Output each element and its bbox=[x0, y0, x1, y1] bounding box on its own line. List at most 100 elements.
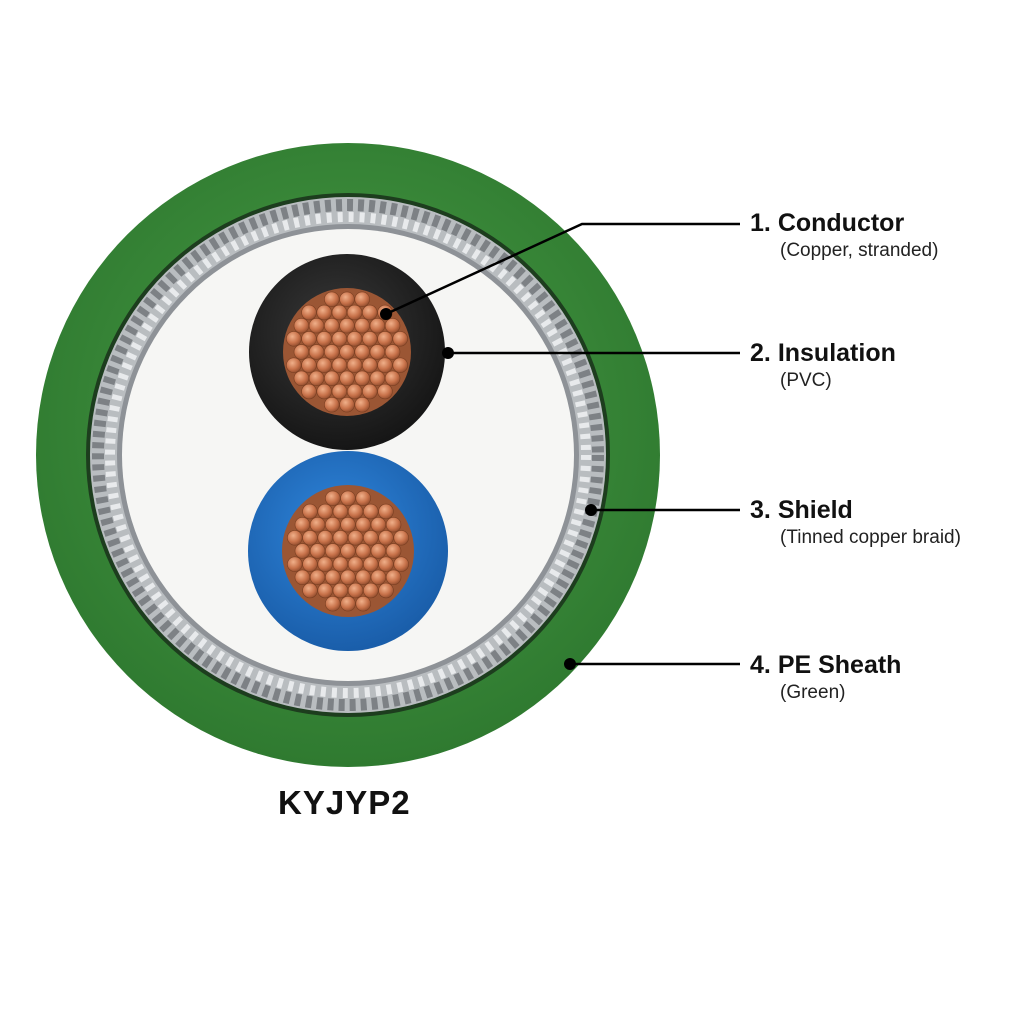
copper-strand bbox=[339, 370, 355, 386]
shield-braid-texture-2 bbox=[105, 212, 591, 698]
copper-strand bbox=[347, 503, 364, 520]
copper-strand bbox=[355, 490, 371, 506]
label-number: 3. bbox=[750, 496, 771, 524]
copper-strand bbox=[378, 556, 394, 572]
copper-strand bbox=[332, 503, 349, 520]
copper-strand bbox=[293, 344, 310, 360]
copper-strand bbox=[340, 516, 356, 533]
copper-strand bbox=[385, 516, 402, 533]
copper-strand bbox=[331, 304, 348, 321]
copper-strand bbox=[308, 370, 325, 386]
copper-strand bbox=[339, 344, 355, 360]
copper-strand bbox=[339, 318, 355, 334]
copper-strand bbox=[325, 569, 341, 585]
copper-strand bbox=[287, 556, 303, 572]
copper-strand bbox=[294, 543, 311, 559]
copper-strand bbox=[309, 543, 326, 559]
copper-strand bbox=[317, 503, 333, 520]
copper-strand bbox=[309, 516, 326, 533]
leader-lines bbox=[385, 222, 740, 666]
copper-strand bbox=[332, 556, 349, 572]
copper-strand bbox=[385, 543, 402, 559]
copper-strand bbox=[317, 556, 333, 572]
leader-dots bbox=[380, 308, 597, 670]
copper-strand bbox=[317, 582, 333, 599]
copper-strand bbox=[302, 582, 318, 599]
copper-strand bbox=[363, 582, 379, 599]
label-pe-sheath: 4. PE Sheath (Green) bbox=[750, 650, 901, 706]
label-name: PE Sheath bbox=[777, 651, 902, 679]
copper-strand bbox=[346, 331, 363, 347]
copper-strand bbox=[362, 357, 378, 373]
copper-strand bbox=[392, 357, 408, 373]
copper-strand bbox=[324, 397, 340, 413]
copper-strand bbox=[332, 530, 349, 546]
copper-strand bbox=[325, 490, 341, 506]
copper-strand bbox=[362, 331, 378, 347]
copper-strand bbox=[293, 318, 310, 334]
copper-strand bbox=[384, 370, 401, 386]
copper-strand bbox=[363, 530, 379, 546]
copper-strand bbox=[354, 318, 370, 334]
copper-strand bbox=[362, 304, 378, 321]
copper-strand bbox=[325, 543, 341, 559]
copper-strand bbox=[370, 516, 387, 533]
copper-strand bbox=[316, 304, 332, 321]
copper-strand bbox=[340, 595, 356, 612]
label-conductor: 1. Conductor (Copper, stranded) bbox=[750, 208, 938, 264]
copper-strand bbox=[340, 543, 356, 559]
copper-strand bbox=[354, 291, 370, 307]
label-detail: (Green) bbox=[780, 682, 846, 703]
core-2-strands bbox=[287, 490, 409, 612]
copper-strand bbox=[347, 556, 364, 572]
copper-strand bbox=[301, 383, 317, 400]
copper-strand bbox=[324, 318, 340, 334]
copper-strand bbox=[378, 582, 394, 599]
copper-strand bbox=[347, 582, 364, 599]
copper-strand bbox=[286, 331, 302, 347]
copper-strand bbox=[355, 516, 371, 533]
copper-strand bbox=[392, 331, 408, 347]
leader-dot-shield bbox=[585, 504, 597, 516]
copper-strand bbox=[302, 556, 318, 572]
copper-strand bbox=[346, 304, 363, 321]
copper-strand bbox=[346, 357, 363, 373]
copper-strand bbox=[385, 569, 402, 585]
copper-strand bbox=[393, 556, 409, 572]
copper-strand bbox=[301, 331, 317, 347]
copper-strand bbox=[378, 503, 394, 520]
copper-strand bbox=[324, 370, 340, 386]
label-insulation: 2. Insulation (PVC) bbox=[750, 338, 896, 394]
copper-strand bbox=[355, 595, 371, 612]
copper-strand bbox=[331, 357, 348, 373]
leader-dot-conductor bbox=[380, 308, 392, 320]
copper-strand bbox=[339, 291, 355, 307]
copper-strand bbox=[287, 530, 303, 546]
label-detail: (Tinned copper braid) bbox=[780, 527, 961, 548]
copper-strand bbox=[301, 357, 317, 373]
copper-strand bbox=[393, 530, 409, 546]
copper-strand bbox=[302, 503, 318, 520]
copper-strand bbox=[347, 530, 364, 546]
label-number: 4. bbox=[750, 651, 771, 679]
copper-strand bbox=[324, 291, 340, 307]
leader-dot-insulation bbox=[442, 347, 454, 359]
leader-line-conductor bbox=[385, 222, 740, 316]
copper-strand bbox=[325, 595, 341, 612]
copper-strand bbox=[369, 344, 386, 360]
copper-strand bbox=[384, 344, 401, 360]
copper-strand bbox=[378, 530, 394, 546]
copper-strand bbox=[324, 344, 340, 360]
label-name: Shield bbox=[777, 496, 853, 524]
label-detail: (PVC) bbox=[780, 370, 832, 391]
label-detail: (Copper, stranded) bbox=[780, 240, 939, 261]
copper-strand bbox=[340, 490, 356, 506]
copper-strand bbox=[316, 357, 332, 373]
copper-strand bbox=[354, 344, 370, 360]
copper-strand bbox=[346, 383, 363, 400]
copper-strand bbox=[316, 383, 332, 400]
copper-strand bbox=[286, 357, 302, 373]
copper-strand bbox=[332, 582, 349, 599]
copper-strand bbox=[325, 516, 341, 533]
